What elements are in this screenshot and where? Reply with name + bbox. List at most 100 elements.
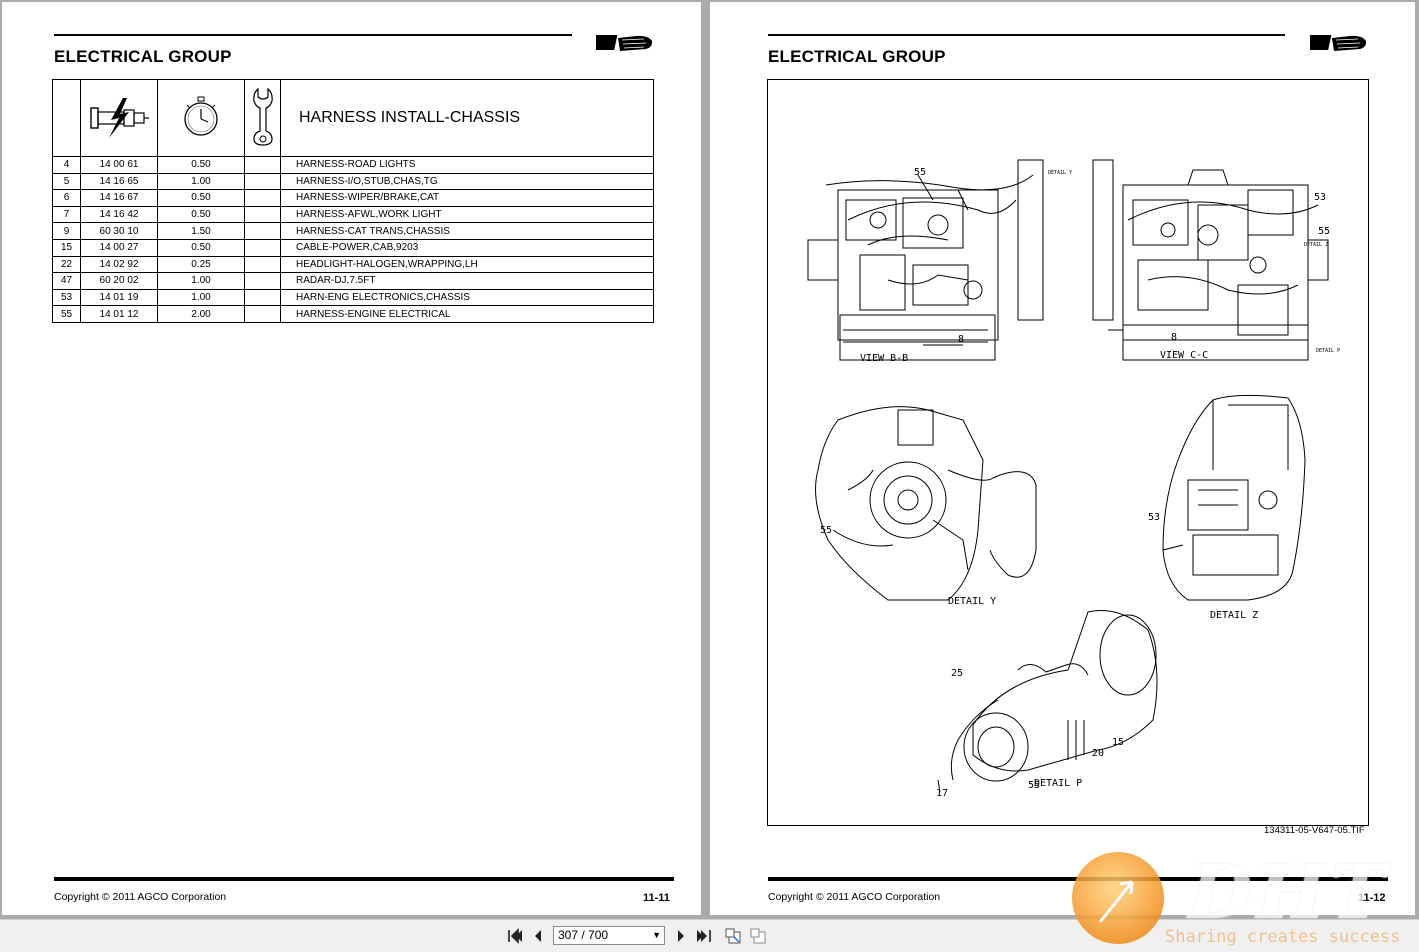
- code-cell: 60 30 10: [80, 222, 158, 240]
- table-header-row: HARNESS INSTALL-CHASSIS: [52, 79, 654, 157]
- next-page-icon[interactable]: [672, 927, 690, 945]
- code-cell: 14 02 92: [80, 255, 158, 274]
- view-cc-engine-drawing: [1092, 159, 1329, 361]
- footer-rule: [54, 877, 674, 881]
- last-page-icon[interactable]: [696, 927, 714, 945]
- first-page-icon[interactable]: [505, 927, 523, 945]
- tool-cell: [244, 189, 281, 207]
- code-cell: 14 00 27: [80, 238, 158, 257]
- callout-detail-z: DETAIL Z: [1304, 242, 1328, 248]
- label-view-cc: VIEW C-C: [1160, 350, 1208, 361]
- tool-cell: [244, 238, 281, 257]
- page-selector[interactable]: 307 / 700 ▼: [553, 926, 665, 945]
- callout-53: 53: [1148, 512, 1160, 523]
- ref-cell: 53: [52, 288, 81, 307]
- time-cell: 0.50: [157, 189, 245, 207]
- ref-cell: 47: [52, 272, 81, 290]
- header-rule: [768, 34, 1285, 36]
- callout-detail-y: DETAIL Y: [1048, 170, 1072, 176]
- callout-8: 8: [1171, 332, 1177, 343]
- left-page: ELECTRICAL GROUP: [2, 2, 701, 915]
- copyright-text: Copyright © 2011 AGCO Corporation: [54, 891, 227, 903]
- engine-harness-illustration: VIEW B-B VIEW C-C DETAIL Y DETAIL Z DETA…: [807, 159, 1340, 799]
- callout-55: 55: [820, 525, 832, 536]
- callout-20: 20: [1092, 748, 1104, 759]
- code-cell: 14 16 42: [80, 205, 158, 224]
- time-cell: 1.00: [157, 288, 245, 307]
- label-detail-z: DETAIL Z: [1210, 610, 1258, 621]
- fit-page-icon[interactable]: [724, 927, 742, 945]
- wiring-diagram-figure: VIEW B-B VIEW C-C DETAIL Y DETAIL Z DETA…: [767, 79, 1369, 826]
- prev-page-icon[interactable]: [529, 927, 547, 945]
- publisher-logo-icon: [596, 35, 653, 51]
- callout-53: 53: [1314, 192, 1326, 203]
- code-cell: 14 01 12: [80, 305, 158, 323]
- callout-17: 17: [936, 788, 948, 799]
- header-cell-blank: [52, 79, 81, 157]
- fit-width-icon[interactable]: [749, 927, 767, 945]
- description-cell: HARNESS-AFWL,WORK LIGHT: [280, 205, 654, 224]
- right-page: ELECTRICAL GROUP: [710, 2, 1415, 915]
- callout-15: 15: [1112, 737, 1124, 748]
- ref-cell: 22: [52, 255, 81, 274]
- code-cell: 60 20 02: [80, 272, 158, 290]
- description-cell: HARNESS-CAT TRANS,CHASSIS: [280, 222, 654, 240]
- figure-file-name: 134311-05-V647-05.TIF: [1264, 825, 1365, 836]
- page-header-title: ELECTRICAL GROUP: [768, 47, 946, 66]
- time-cell: 1.00: [157, 272, 245, 290]
- ref-cell: 5: [52, 172, 81, 191]
- time-cell: 0.50: [157, 238, 245, 257]
- tool-cell: [244, 288, 281, 307]
- wrench-icon: [252, 87, 273, 146]
- viewer-toolbar: 307 / 700 ▼: [0, 919, 1419, 952]
- page-number: 11-12: [1358, 892, 1386, 904]
- callout-detail-p: DETAIL P: [1316, 348, 1340, 354]
- description-cell: RADAR-DJ,7.5FT: [280, 272, 654, 290]
- label-view-bb: VIEW B-B: [860, 353, 908, 364]
- table-title: HARNESS INSTALL-CHASSIS: [280, 79, 654, 157]
- label-detail-p: DETAIL P: [1034, 778, 1082, 789]
- harness-connector-icon: [90, 97, 149, 138]
- description-cell: HARNESS-ROAD LIGHTS: [280, 156, 654, 174]
- ref-cell: 7: [52, 205, 81, 224]
- page-header-title: ELECTRICAL GROUP: [54, 47, 232, 66]
- tool-cell: [244, 222, 281, 240]
- header-cell-connector: [80, 79, 158, 157]
- stopwatch-icon: [184, 96, 218, 136]
- time-cell: 1.50: [157, 222, 245, 240]
- header-cell-tool: [244, 79, 281, 157]
- chevron-down-icon: ▼: [652, 930, 661, 940]
- ref-cell: 15: [52, 238, 81, 257]
- description-cell: HEADLIGHT-HALOGEN,WRAPPING,LH: [280, 255, 654, 274]
- time-cell: 0.50: [157, 205, 245, 224]
- description-cell: HARN-ENG ELECTRONICS,CHASSIS: [280, 288, 654, 307]
- ref-cell: 4: [52, 156, 81, 174]
- detail-z-drawing: [1162, 394, 1306, 601]
- callout-8: 8: [958, 334, 964, 345]
- code-cell: 14 01 19: [80, 288, 158, 307]
- detail-y-drawing: [815, 406, 1037, 601]
- time-cell: 0.50: [157, 156, 245, 174]
- description-cell: CABLE-POWER,CAB,9203: [280, 238, 654, 257]
- footer-rule: [768, 877, 1388, 881]
- header-cell-time: [157, 79, 245, 157]
- tool-cell: [244, 205, 281, 224]
- page-indicator: 307 / 700: [558, 928, 609, 942]
- tool-cell: [244, 172, 281, 191]
- description-cell: HARNESS-I/O,STUB,CHAS,TG: [280, 172, 654, 191]
- header-rule: [54, 34, 572, 36]
- description-cell: HARNESS-ENGINE ELECTRICAL: [280, 305, 654, 323]
- time-cell: 2.00: [157, 305, 245, 323]
- ref-cell: 9: [52, 222, 81, 240]
- time-cell: 1.00: [157, 172, 245, 191]
- ref-cell: 6: [52, 189, 81, 207]
